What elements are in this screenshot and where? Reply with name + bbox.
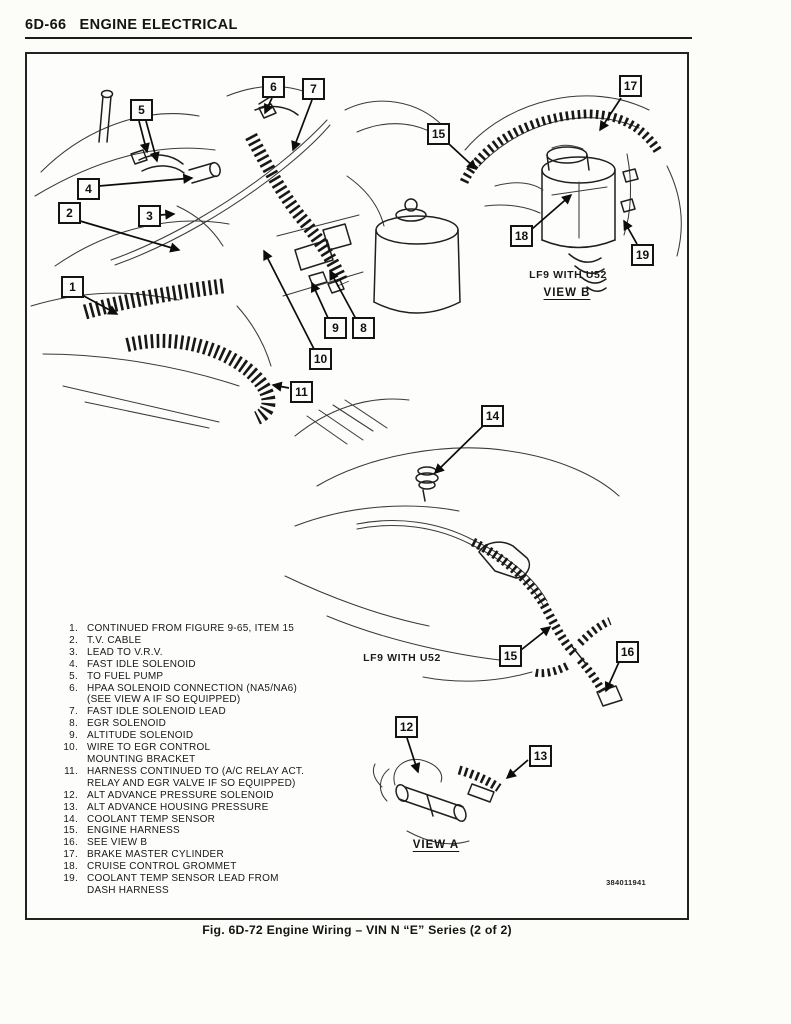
- callout-5: 5: [130, 99, 153, 121]
- legend-item: 2. T.V. CABLE: [57, 635, 304, 647]
- callout-11: 11: [290, 381, 313, 403]
- callout-16: 16: [616, 641, 639, 663]
- legend-item-number: 7.: [69, 706, 78, 718]
- callout-7: 7: [302, 78, 325, 100]
- callout-14: 14: [481, 405, 504, 427]
- legend-item-text: LEAD TO V.R.V.: [87, 646, 163, 658]
- view-b-drawing: [459, 95, 682, 292]
- legend-item-number: 16.: [63, 837, 78, 849]
- callout-10: 10: [309, 348, 332, 370]
- legend-item: 7. FAST IDLE SOLENOID LEAD: [57, 706, 304, 718]
- legend-item-text: TO FUEL PUMP: [87, 670, 164, 682]
- callout-1: 1: [61, 276, 84, 298]
- legend-item-number: 3.: [69, 646, 78, 658]
- callout-19: 19: [631, 244, 654, 266]
- legend-item: 16. SEE VIEW B: [57, 837, 304, 849]
- legend-item-text: BRAKE MASTER CYLINDER: [87, 849, 224, 861]
- legend-item-number: 13.: [63, 801, 78, 813]
- section-code: 6D-66: [25, 17, 67, 33]
- legend-list: 1. CONTINUED FROM FIGURE 9-65, ITEM 15 2.…: [57, 623, 304, 897]
- legend-item: 13. ALT ADVANCE HOUSING PRESSURE: [57, 802, 304, 814]
- legend-item-number: 18.: [63, 861, 78, 873]
- legend-item-text: COOLANT TEMP SENSOR: [87, 813, 216, 825]
- view-a-drawing: [372, 759, 502, 845]
- legend-item-number: 8.: [69, 718, 78, 730]
- legend-item: 17. BRAKE MASTER CYLINDER: [57, 849, 304, 861]
- legend-item: 8. EGR SOLENOID: [57, 718, 304, 730]
- callout-8: 8: [352, 317, 375, 339]
- legend-item: 1. CONTINUED FROM FIGURE 9-65, ITEM 15: [57, 623, 304, 635]
- legend-item-text: HPAA SOLENOID CONNECTION (NA5/NA6)(SEE V…: [87, 682, 298, 706]
- legend-item-number: 2.: [69, 634, 78, 646]
- callout-13: 13: [529, 745, 552, 767]
- view-a-label: VIEW A: [412, 839, 460, 851]
- legend-item-number: 17.: [63, 849, 78, 861]
- legend-item: 11. HARNESS CONTINUED TO (A/C RELAY ACT.R…: [57, 766, 304, 790]
- legend-item-number: 12.: [63, 789, 78, 801]
- legend-item-number: 19.: [63, 873, 78, 885]
- middle-harness-drawing: [284, 398, 623, 707]
- header-rule: [25, 37, 692, 40]
- legend-item-text: CONTINUED FROM FIGURE 9-65, ITEM 15: [87, 623, 295, 634]
- callout-12: 12: [395, 716, 418, 738]
- callout-18: 18: [510, 225, 533, 247]
- legend-item: 9. ALTITUDE SOLENOID: [57, 730, 304, 742]
- legend-item: 6. HPAA SOLENOID CONNECTION (NA5/NA6)(SEE…: [57, 683, 304, 707]
- figure-caption: Fig. 6D-72 Engine Wiring – VIN N “E” Ser…: [202, 923, 512, 937]
- callout-17: 17: [619, 75, 642, 97]
- legend-item-number: 11.: [64, 765, 78, 777]
- main-engine-drawing: [30, 85, 461, 429]
- legend-item-number: 10.: [63, 742, 78, 754]
- view-b-variant-label: LF9 WITH U52: [529, 269, 607, 281]
- legend-item: 5. TO FUEL PUMP: [57, 671, 304, 683]
- legend-item: 4. FAST IDLE SOLENOID: [57, 659, 304, 671]
- engine-wiring-line-art: [30, 85, 682, 845]
- figure-frame: 1 2 3 4 5 6 7 8 9 10 11 12 13 14 15 15 1…: [25, 52, 689, 920]
- legend-item: 15. ENGINE HARNESS: [57, 825, 304, 837]
- legend-item: 18. CRUISE CONTROL GROMMET: [57, 861, 304, 873]
- legend-item-text: CRUISE CONTROL GROMMET: [87, 861, 237, 873]
- legend-item-number: 15.: [63, 825, 78, 837]
- document-number: 384011941: [606, 878, 646, 887]
- legend-item-number: 4.: [69, 658, 78, 670]
- callout-9: 9: [324, 317, 347, 339]
- callout-2: 2: [58, 202, 81, 224]
- legend-item-text: ALT ADVANCE HOUSING PRESSURE: [87, 801, 269, 813]
- legend-item-text: ENGINE HARNESS: [87, 825, 180, 837]
- legend-item: 12. ALT ADVANCE PRESSURE SOLENOID: [57, 790, 304, 802]
- legend-item-text: HARNESS CONTINUED TO (A/C RELAY ACT.RELA…: [87, 765, 305, 789]
- callout-15-view-b: 15: [427, 123, 450, 145]
- view-b-label: VIEW B: [543, 287, 591, 299]
- section-title: ENGINE ELECTRICAL: [79, 17, 238, 33]
- middle-variant-label: LF9 WITH U52: [363, 652, 441, 664]
- callout-4: 4: [77, 178, 100, 200]
- legend-item-text: EGR SOLENOID: [87, 718, 167, 730]
- legend-item-text: SEE VIEW B: [87, 837, 148, 849]
- legend-item-number: 5.: [69, 670, 78, 682]
- callout-6: 6: [262, 76, 285, 98]
- legend-item-text: FAST IDLE SOLENOID LEAD: [87, 706, 226, 718]
- legend-item-text: FAST IDLE SOLENOID: [87, 658, 196, 670]
- legend-item-number: 1.: [69, 623, 78, 634]
- legend-item-text: ALT ADVANCE PRESSURE SOLENOID: [87, 789, 274, 801]
- legend-item: 14. COOLANT TEMP SENSOR: [57, 814, 304, 826]
- legend-item-number: 6.: [69, 682, 78, 694]
- legend-item-text: ALTITUDE SOLENOID: [87, 730, 194, 742]
- legend-item-number: 9.: [69, 730, 78, 742]
- callout-3: 3: [138, 205, 161, 227]
- legend-item-number: 14.: [63, 813, 78, 825]
- leader-arrows: [79, 97, 638, 779]
- legend-item: 3. LEAD TO V.R.V.: [57, 647, 304, 659]
- legend-item-text: T.V. CABLE: [87, 634, 142, 646]
- callout-15-harness: 15: [499, 645, 522, 667]
- page-header: 6D-66 ENGINE ELECTRICAL: [25, 17, 238, 33]
